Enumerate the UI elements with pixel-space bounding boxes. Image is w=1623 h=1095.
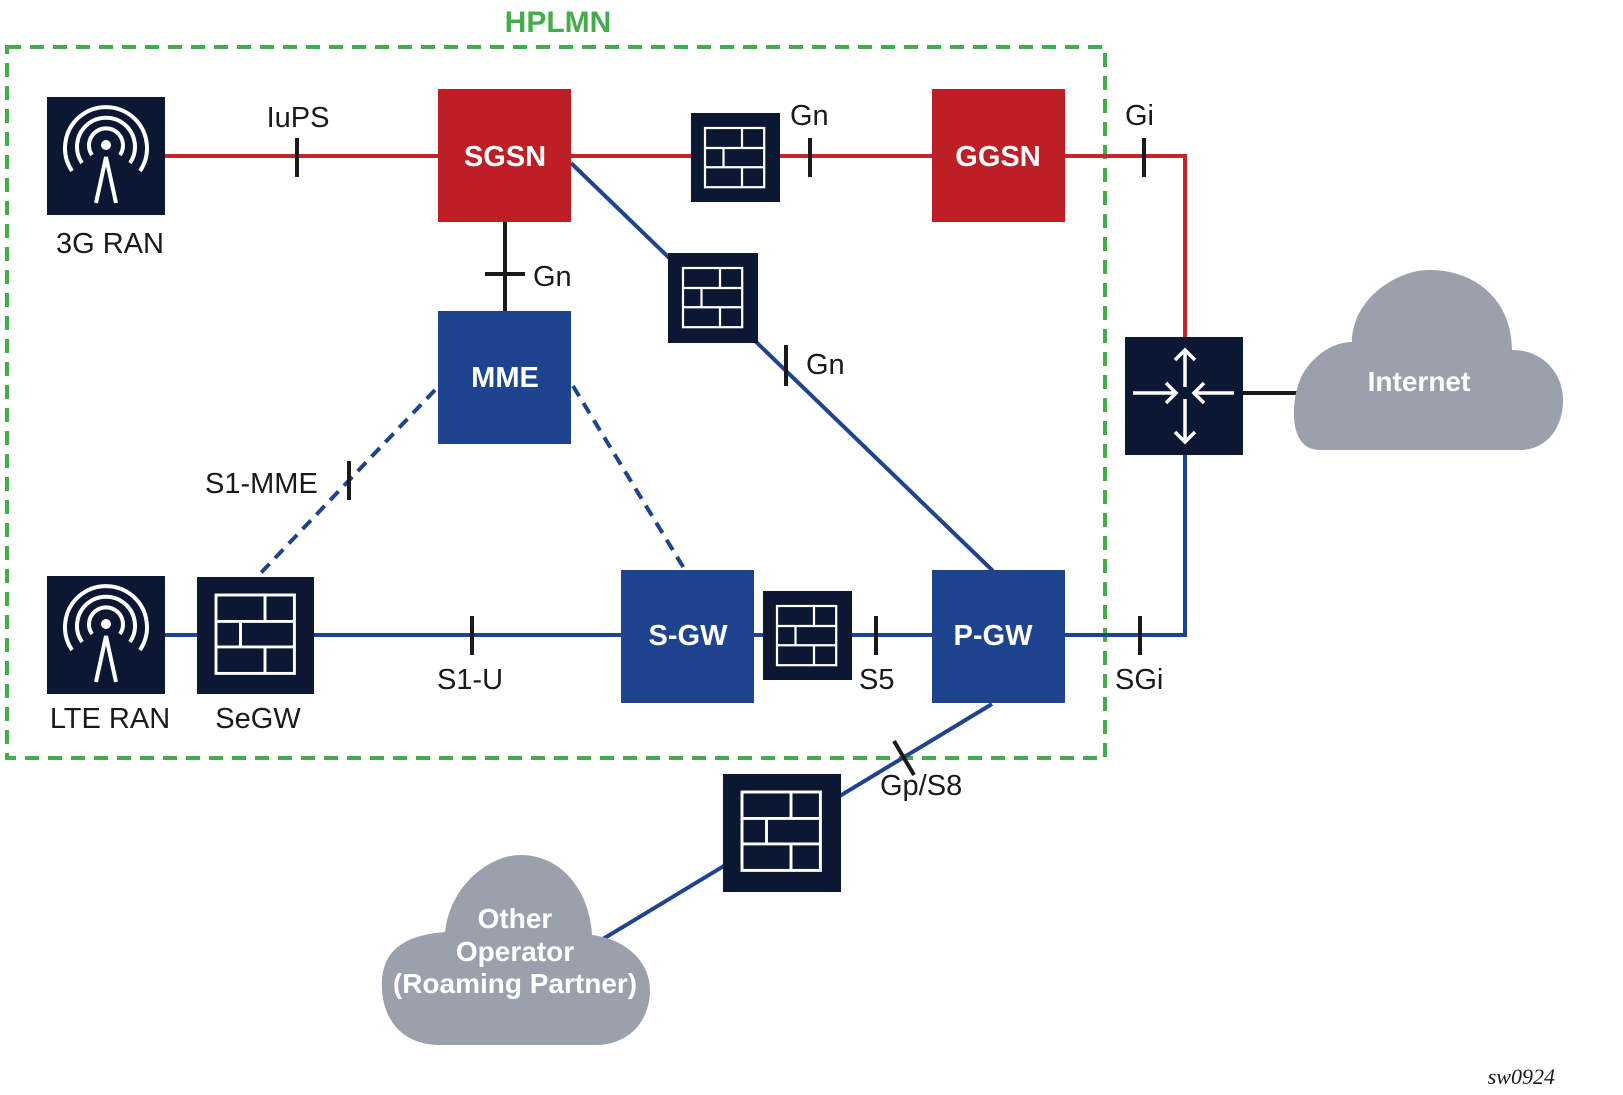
iface-label-gn-sgsn-mme: Gn (533, 261, 572, 293)
node-pgw[interactable]: P-GW (932, 570, 1065, 703)
link-mme-sgw (571, 384, 687, 572)
node-label-mme: MME (471, 362, 539, 394)
cloud-label-roaming-3: (Roaming Partner) (393, 968, 637, 999)
cloud-label-internet: Internet (1368, 366, 1471, 397)
link-sgsn-pgw-gn (569, 161, 995, 573)
router-arrows-icon (1133, 347, 1234, 445)
firewall-s5[interactable] (763, 591, 852, 680)
link-sgi (1064, 454, 1187, 637)
node-label-ggsn: GGSN (955, 141, 1040, 173)
cloud-internet[interactable]: Internet (1293, 270, 1563, 450)
node-3g-ran[interactable]: 3G RAN (47, 97, 165, 260)
iface-label-gp-s8: Gp/S8 (880, 770, 962, 802)
node-label-pgw: P-GW (954, 620, 1034, 652)
iface-label-s1-mme: S1-MME (205, 468, 318, 500)
hplmn-label: HPLMN (505, 6, 612, 39)
node-sgw[interactable]: S-GW (621, 570, 754, 703)
iface-label-gi: Gi (1125, 100, 1154, 132)
iface-label-gn-sgsn-ggsn: Gn (790, 100, 829, 132)
hplmn-boundary (5, 45, 1107, 760)
firewall-sgsn-ggsn[interactable] (691, 113, 780, 202)
node-label-segw: SeGW (215, 703, 301, 735)
node-label-sgsn: SGSN (464, 141, 546, 173)
node-segw[interactable]: SeGW (197, 577, 314, 735)
router-node[interactable] (1125, 337, 1243, 455)
node-sgsn[interactable]: SGSN (438, 89, 571, 222)
iface-label-gn-sgsn-pgw: Gn (806, 349, 845, 381)
cloud-label-roaming-1: Other (478, 903, 553, 934)
node-label-3g-ran: 3G RAN (56, 228, 164, 260)
node-label-sgw: S-GW (649, 620, 729, 652)
iface-label-sgi: SGi (1115, 664, 1163, 696)
iface-label-s5: S5 (859, 664, 894, 696)
link-gi (1064, 154, 1187, 338)
figure-code: sw0924 (1488, 1064, 1555, 1089)
cloud-roaming-partner[interactable]: Other Operator (Roaming Partner) (381, 855, 650, 1045)
tick-gp-s8 (892, 739, 916, 777)
node-mme[interactable]: MME (438, 311, 571, 444)
firewall-sgsn-pgw[interactable] (668, 253, 758, 343)
node-ggsn[interactable]: GGSN (932, 89, 1065, 222)
node-lte-ran[interactable]: LTE RAN (47, 576, 170, 735)
iface-label-s1-u: S1-U (437, 664, 503, 696)
node-label-lte-ran: LTE RAN (50, 703, 170, 735)
firewall-gp-s8[interactable] (723, 774, 841, 892)
iface-label-iups: IuPS (267, 102, 330, 134)
link-s1-mme (254, 388, 437, 580)
cloud-label-roaming-2: Operator (456, 936, 574, 967)
